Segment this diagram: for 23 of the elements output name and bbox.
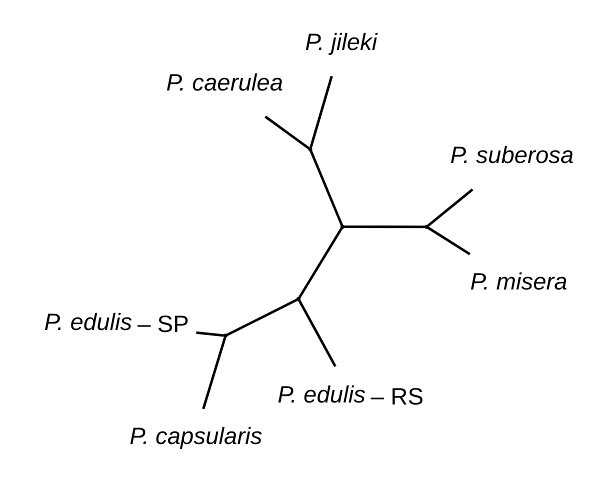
node-point <box>424 224 428 229</box>
connector <box>426 188 473 227</box>
node-text: P. edulis – RS <box>277 382 424 410</box>
connector <box>226 298 298 336</box>
node-point <box>223 334 228 338</box>
node-text: P. jileki <box>304 30 377 56</box>
connector <box>309 76 332 148</box>
node-point <box>308 147 312 152</box>
node-text: P. misera <box>470 270 567 296</box>
node-text: P. caerulea <box>166 70 283 96</box>
node-text: P. capsularis <box>129 424 262 450</box>
connector <box>196 331 224 337</box>
node-text: P. suberosa <box>450 143 574 170</box>
node-point <box>296 296 300 302</box>
node-text: P. edulis – SP <box>44 310 188 338</box>
connector <box>202 337 226 410</box>
connector <box>343 226 425 228</box>
connector <box>309 150 343 226</box>
node-point <box>340 224 344 229</box>
connector <box>426 226 470 256</box>
connector <box>298 300 336 367</box>
connector <box>264 116 309 150</box>
connector <box>298 227 342 298</box>
